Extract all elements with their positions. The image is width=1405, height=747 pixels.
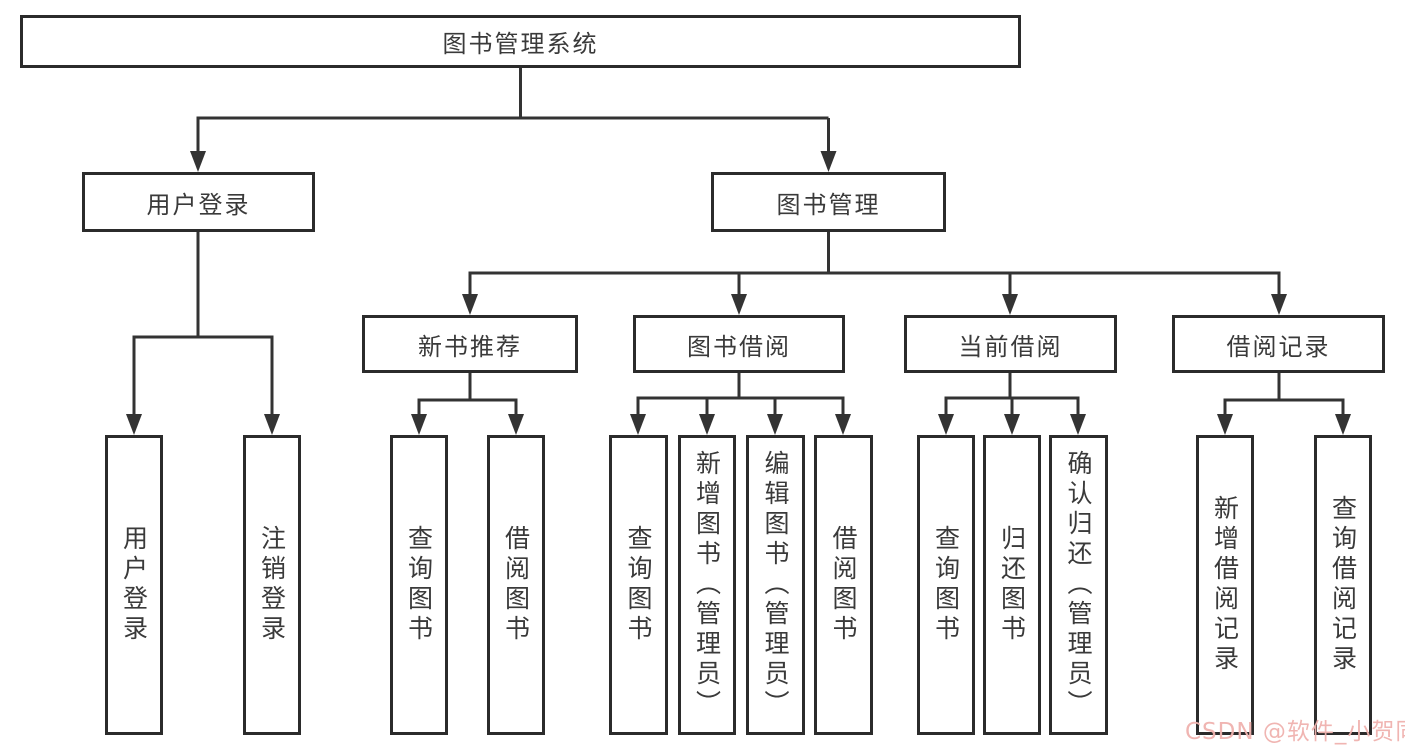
connector-current-borrowing xyxy=(944,373,1080,417)
node-user-login: 用户登录 xyxy=(82,172,315,232)
node-book-borrowing: 图书借阅 xyxy=(633,315,845,373)
leaf-query-books-current: 查询图书 xyxy=(917,435,975,735)
leaf-logout: 注销登录 xyxy=(243,435,301,735)
leaf-return-books: 归还图书 xyxy=(983,435,1041,735)
leaf-confirm-return-admin: 确认归还（管理员） xyxy=(1049,435,1108,735)
node-book-management-system: 图书管理系统 xyxy=(20,15,1021,68)
leaf-borrow-books-borrow: 借阅图书 xyxy=(814,435,873,735)
node-book-management: 图书管理 xyxy=(711,172,946,232)
node-borrowing-records: 借阅记录 xyxy=(1172,315,1385,373)
arrowheads xyxy=(126,151,1351,435)
csdn-watermark: CSDN @软件_小贺同学 xyxy=(1185,719,1405,745)
connector-root xyxy=(196,68,830,154)
leaf-query-books-recommend: 查询图书 xyxy=(390,435,448,735)
node-new-book-recommendation: 新书推荐 xyxy=(362,315,578,373)
leaf-edit-books-admin: 编辑图书（管理员） xyxy=(746,435,805,735)
node-current-borrowing: 当前借阅 xyxy=(904,315,1117,373)
connector-borrowing-records xyxy=(1223,373,1345,417)
leaf-query-borrow-record: 查询借阅记录 xyxy=(1314,435,1372,735)
leaf-query-books-borrow: 查询图书 xyxy=(609,435,668,735)
leaf-borrow-books-recommend: 借阅图书 xyxy=(487,435,545,735)
leaf-user-login: 用户登录 xyxy=(105,435,163,735)
leaf-add-books-admin: 新增图书（管理员） xyxy=(678,435,736,735)
connector-new-book-recommendation xyxy=(417,373,518,417)
connector-book-management xyxy=(468,232,1281,297)
leaf-add-borrow-record: 新增借阅记录 xyxy=(1196,435,1254,735)
connector-user-login xyxy=(132,232,274,417)
connector-book-borrowing xyxy=(636,373,845,417)
